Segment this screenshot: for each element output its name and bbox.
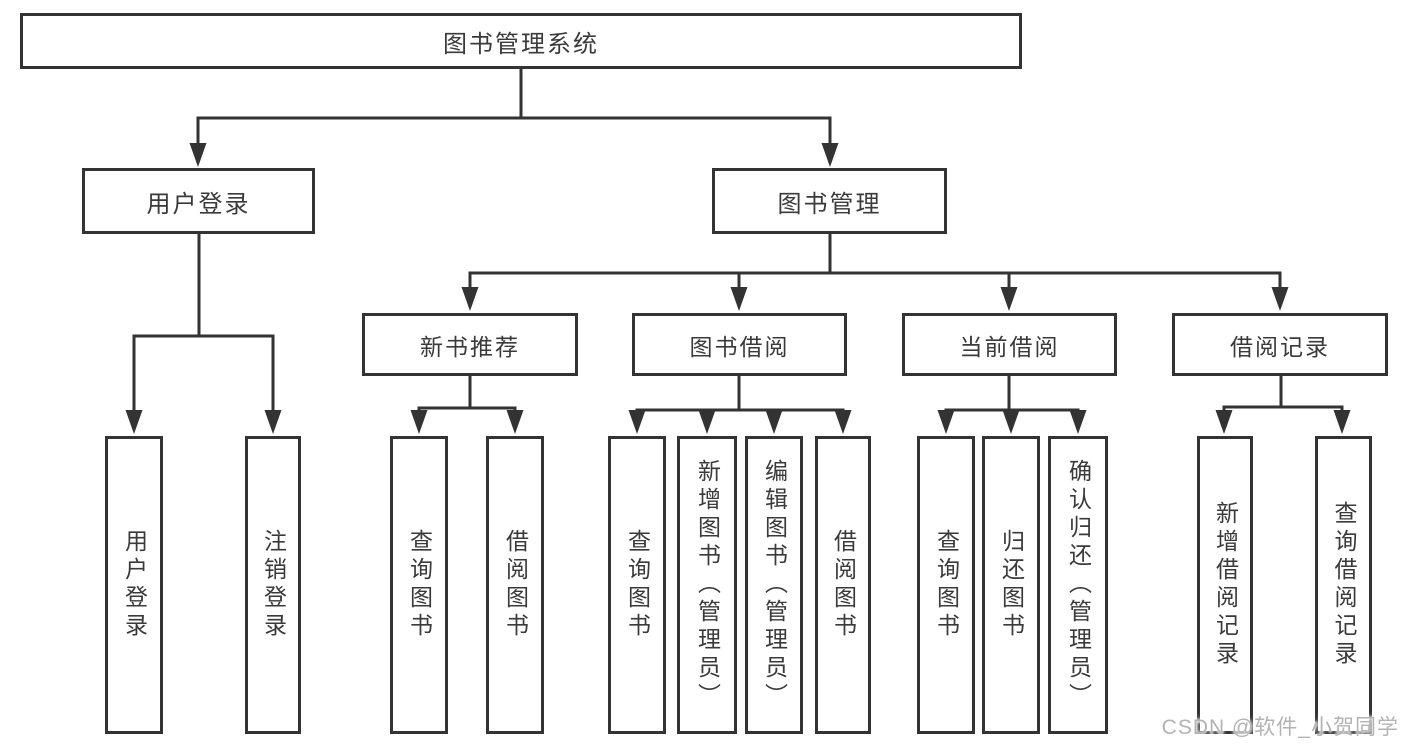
leaf-query-books-2: 查询图书 [608,436,666,734]
leaf-user-login: 用户登录 [105,436,163,734]
node-book-borrow: 图书借阅 [632,313,847,376]
watermark: CSDN @软件_小贺同学 [1161,716,1399,739]
edge-book-borrow [635,376,845,412]
leaf-add-book-admin: 新增图书（管理员） [677,436,737,734]
leaf-edit-book-admin: 编辑图书（管理员） [745,436,803,734]
leaf-return-book: 归还图书 [982,436,1040,734]
node-current-borrow: 当前借阅 [902,313,1117,376]
leaf-borrow-books-1: 借阅图书 [486,436,544,734]
edge-book-management [468,233,1282,289]
edge-borrow-records [1222,376,1344,412]
edge-user-login [132,234,275,412]
edge-current-borrow [944,376,1080,412]
leaf-confirm-return-admin: 确认归还（管理员） [1048,436,1108,734]
edge-root [196,69,832,145]
arrowhead-icons [125,143,1351,434]
leaf-logout: 注销登录 [245,436,301,734]
leaf-query-books-1: 查询图书 [390,436,448,734]
node-borrow-records: 借阅记录 [1172,313,1388,376]
leaf-query-borrow-record: 查询借阅记录 [1315,436,1372,734]
leaf-add-borrow-record: 新增借阅记录 [1197,436,1253,734]
leaf-query-books-3: 查询图书 [917,436,975,734]
leaf-borrow-books-2: 借阅图书 [815,436,871,734]
node-root: 图书管理系统 [20,13,1022,69]
node-new-book-recommend: 新书推荐 [362,313,578,376]
edge-new-book [417,376,517,412]
node-user-login: 用户登录 [82,168,315,234]
node-book-management: 图书管理 [712,168,947,234]
